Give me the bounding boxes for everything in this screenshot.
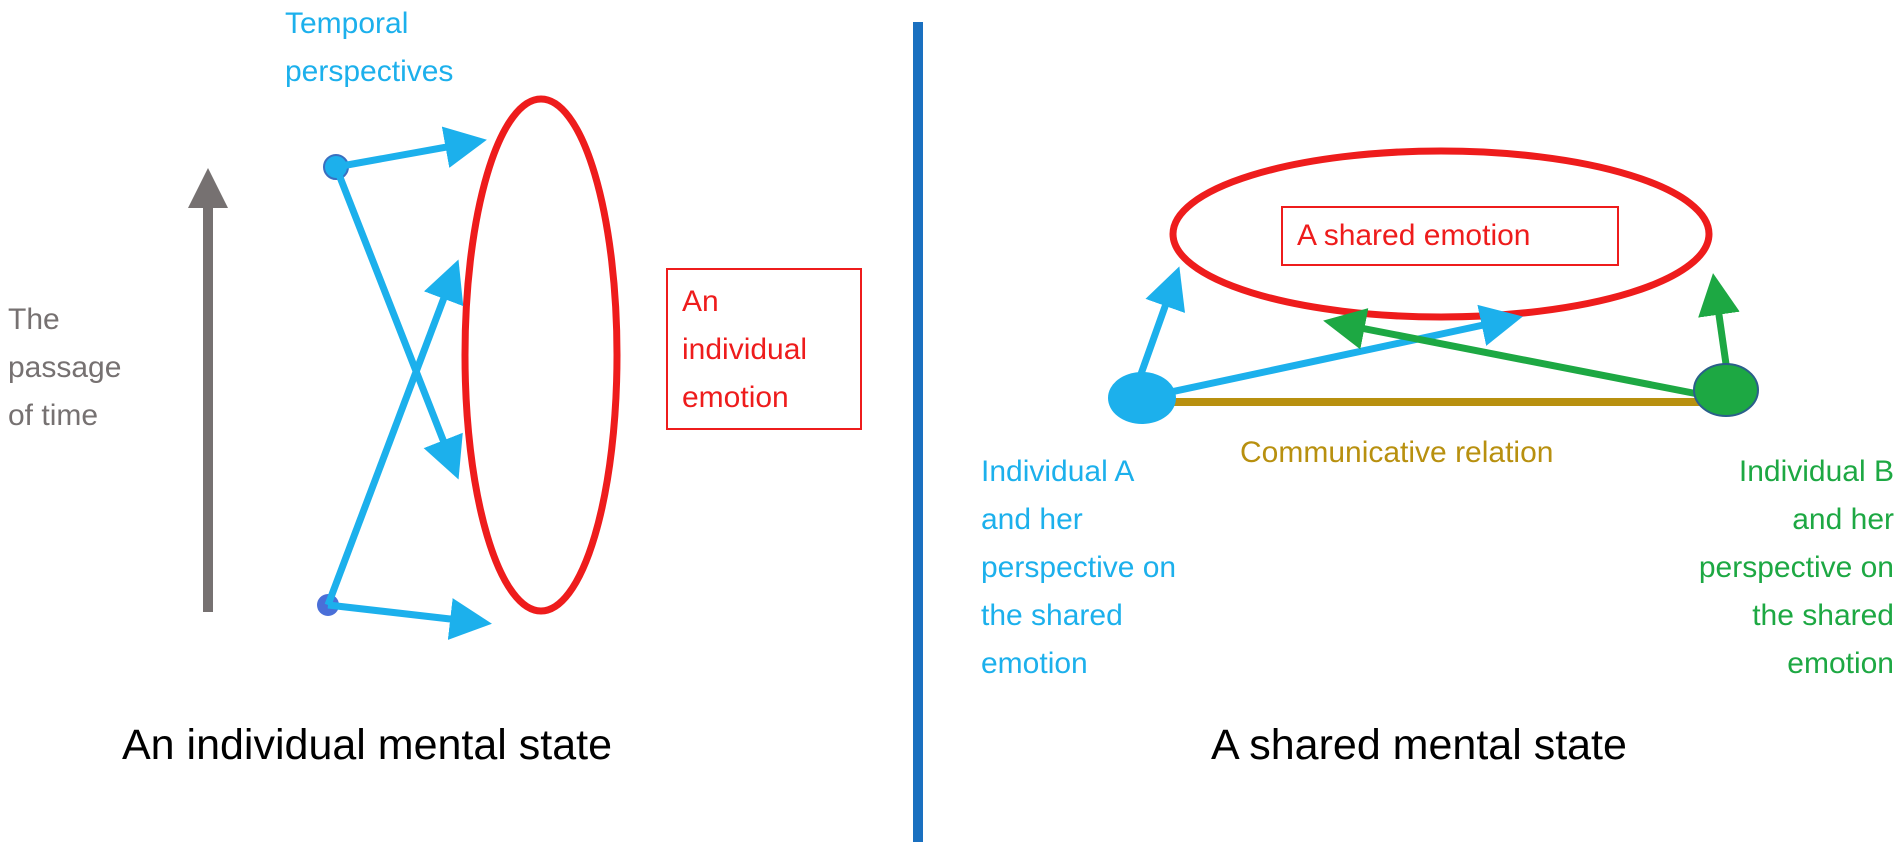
individual-emotion-box: An individual emotion	[666, 268, 862, 430]
shared-emotion-box: A shared emotion	[1281, 206, 1619, 266]
perspective-arrow-bottom-to-middle	[324, 259, 464, 607]
perspective-arrow-bottom-to-bottom	[327, 598, 492, 640]
shared-emotion-label: A shared emotion	[1297, 219, 1531, 252]
b-perspective-arrow-across	[1323, 308, 1699, 398]
passage-of-time-label: The passage of time	[8, 303, 122, 432]
individual-mental-state-caption: An individual mental state	[122, 721, 613, 769]
a-perspective-arrow-across	[1142, 304, 1523, 402]
shared-mental-state-caption: A shared mental state	[1211, 721, 1627, 769]
individual-b-label: Individual B and her perspective on the …	[1698, 455, 1894, 680]
temporal-perspectives-label: Temporal perspectives	[285, 7, 454, 88]
a-perspective-arrow-up	[1132, 266, 1186, 390]
b-perspective-arrow-up	[1698, 273, 1740, 372]
shared-emotion-ellipse	[1169, 147, 1713, 321]
individual-a-label: Individual A and her perspective on the …	[981, 455, 1177, 680]
communicative-relation-label: Communicative relation	[1240, 436, 1554, 469]
individual-b-node	[1693, 363, 1759, 417]
perspective-arrow-top-to-middle	[332, 165, 463, 480]
individual-a-node	[1108, 372, 1176, 424]
perspective-arrow-top-to-top	[335, 126, 487, 171]
individual-emotion-ellipse	[461, 95, 621, 615]
individual-emotion-label: An individual emotion	[682, 285, 808, 414]
